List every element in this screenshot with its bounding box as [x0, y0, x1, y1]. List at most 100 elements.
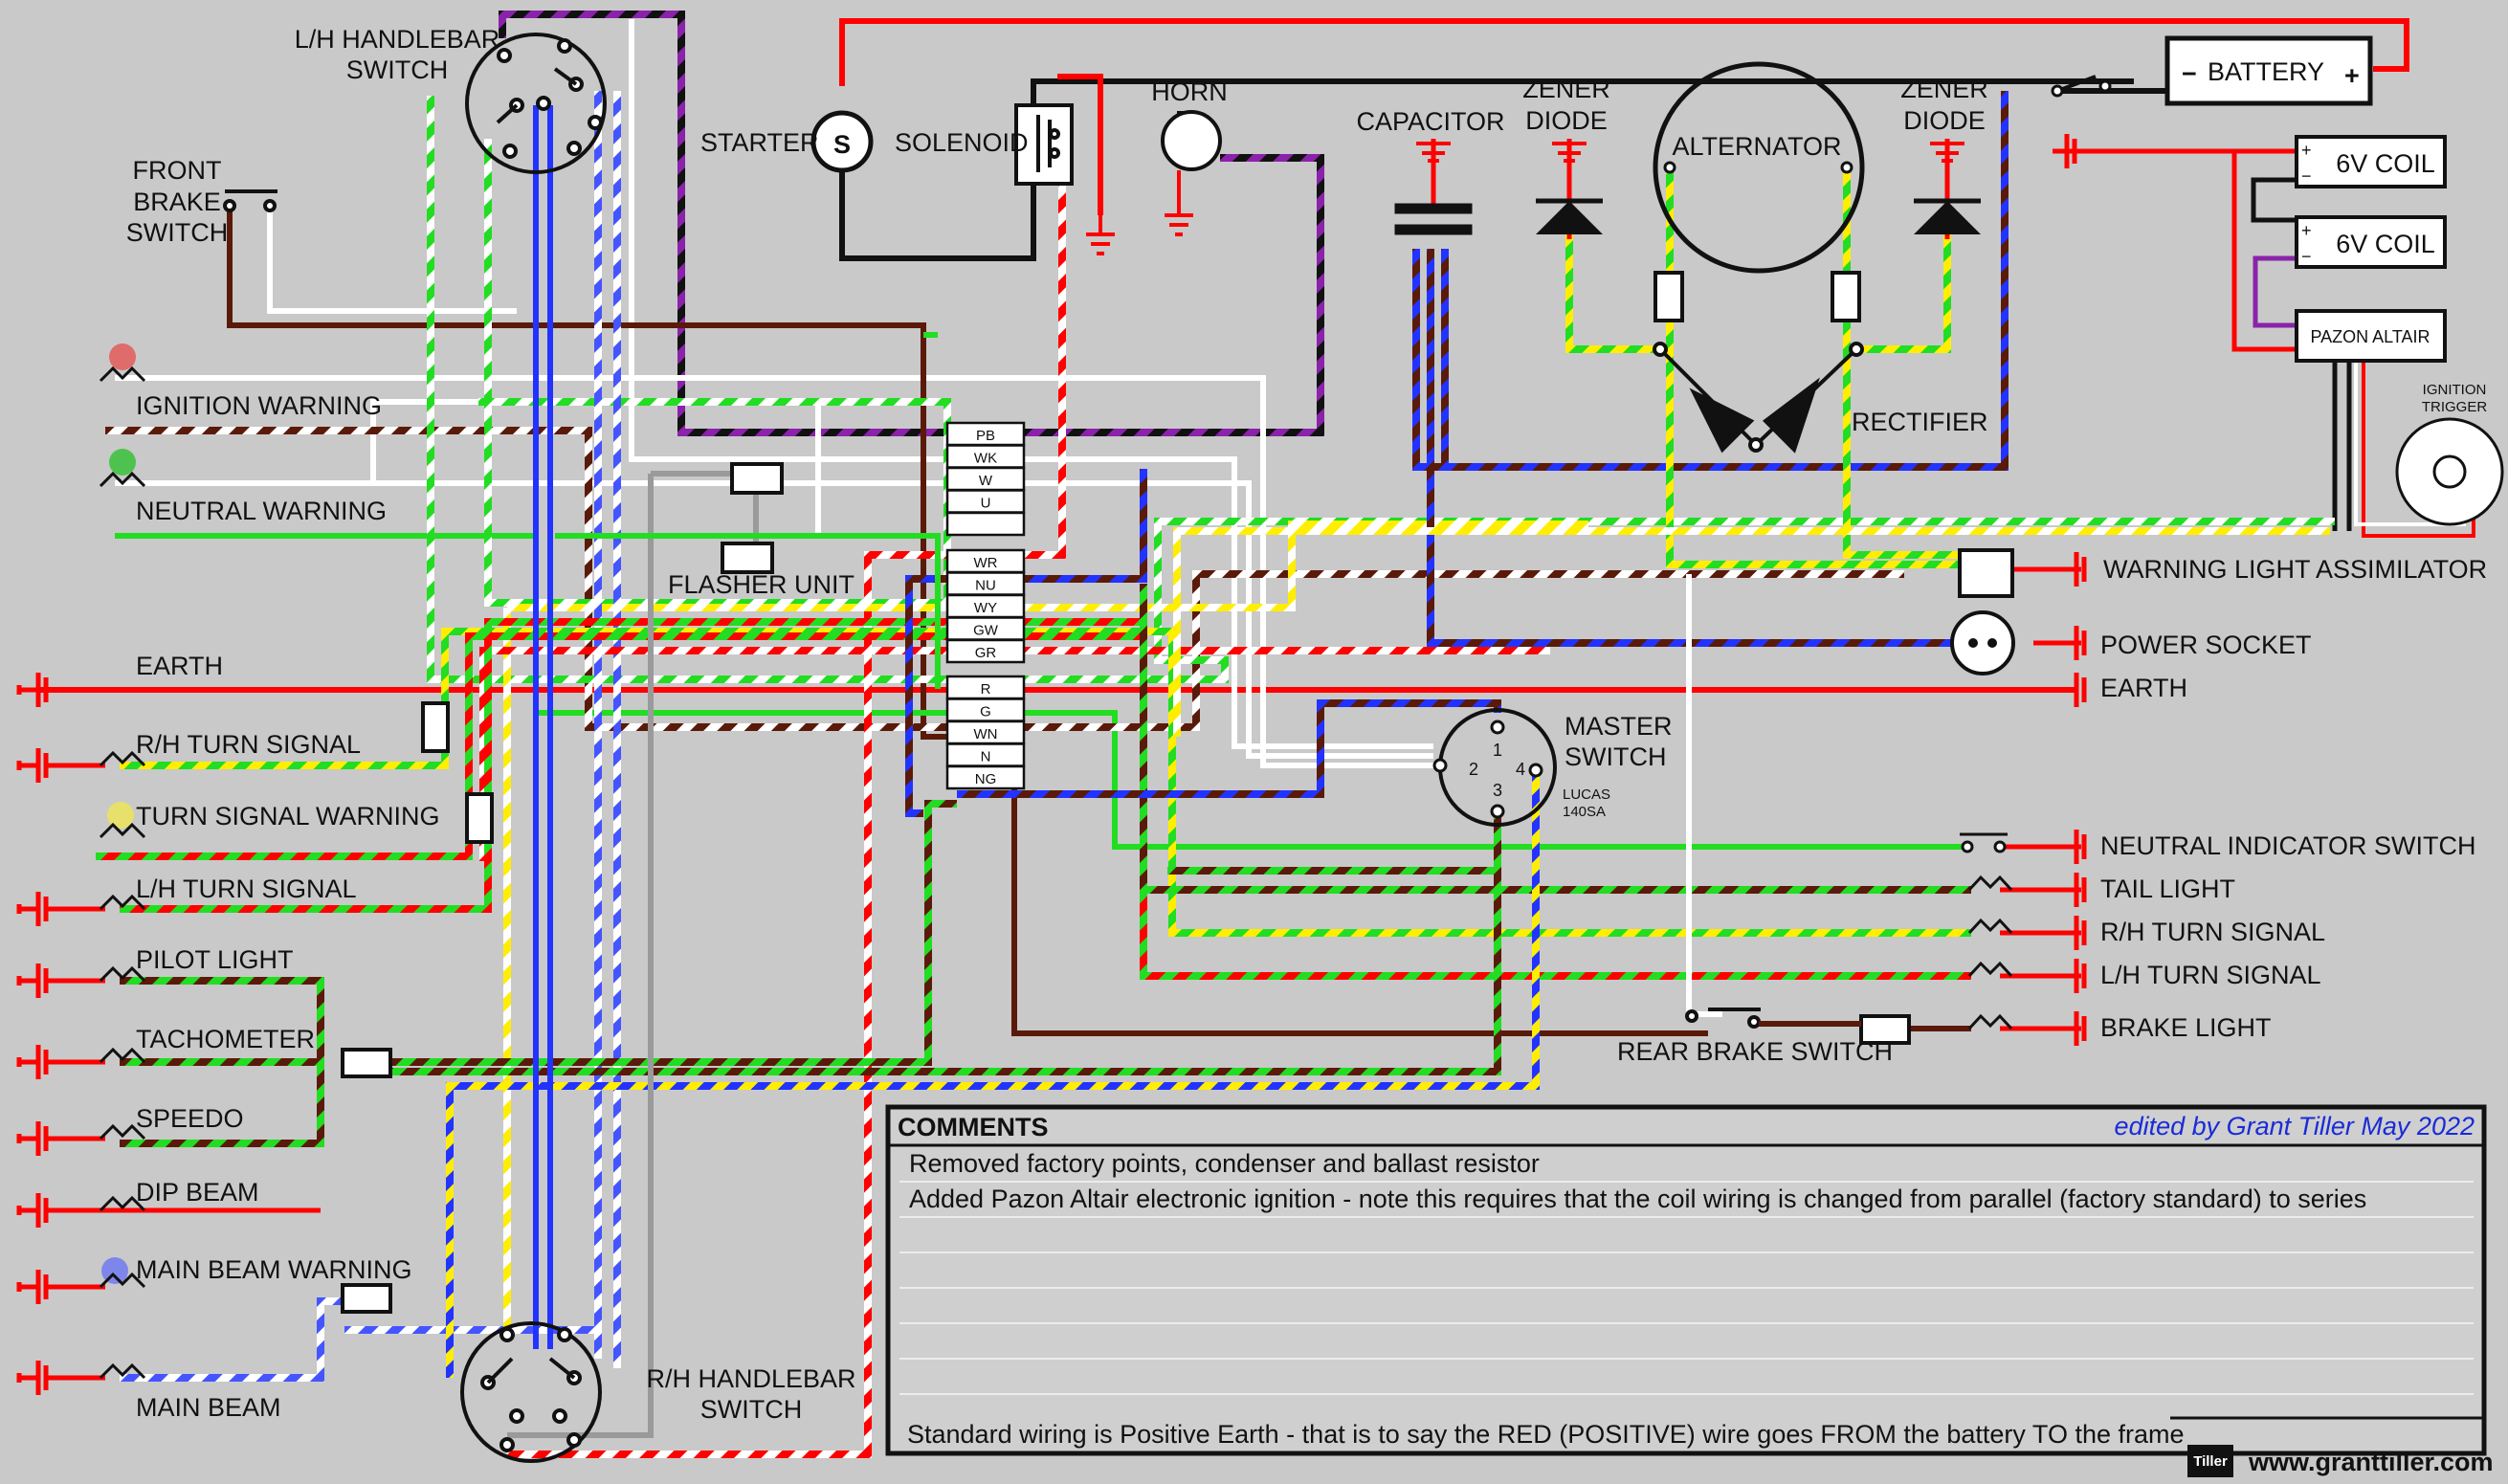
coil-2-label: 6V COIL: [2336, 230, 2435, 258]
left-rh-turn: R/H TURN SIGNAL: [136, 730, 361, 759]
front-brake-label-2: BRAKE: [133, 188, 221, 216]
bulb-icon: [1967, 918, 2013, 935]
ignition-trigger-label-1: IGNITION: [2423, 382, 2487, 398]
comments-footer: Standard wiring is Positive Earth - that…: [907, 1420, 2185, 1449]
wire-white-2: [373, 480, 1433, 759]
wire-uy-master: [446, 770, 1540, 1378]
earth-symbol: [2000, 873, 2087, 907]
bulb-icon: [99, 965, 146, 983]
wire-wn-ign: [105, 427, 1904, 731]
right-rh-turn: R/H TURN SIGNAL: [2100, 918, 2325, 946]
turn-warning-bullet: [465, 792, 494, 844]
bulb-icon: [1967, 875, 2013, 892]
left-ignition-warning: IGNITION WARNING: [136, 391, 382, 420]
rh-turn-bullet: [421, 701, 450, 753]
rear-brake-switch: [1685, 1008, 1861, 1029]
wire-gn-inst-2: [344, 813, 1501, 1075]
right-warning-assim: WARNING LIGHT ASSIMILATOR: [2103, 555, 2487, 584]
horn-label: HORN: [1151, 78, 1228, 106]
bulb-icon: [99, 1195, 146, 1212]
left-main-beam: MAIN BEAM: [136, 1393, 281, 1422]
right-power-socket: POWER SOCKET: [2100, 631, 2312, 659]
wire-front-brake-white: [267, 210, 517, 314]
labels: L/H HANDLEBAR SWITCH FRONT BRAKE SWITCH …: [126, 25, 2487, 1424]
connector-label: G: [980, 704, 991, 720]
comments-title: COMMENTS: [898, 1113, 1049, 1141]
capacitor-label: CAPACITOR: [1356, 107, 1504, 136]
bulb-icon: [99, 1047, 146, 1064]
master-switch: 1 2 3 4: [1432, 708, 1557, 827]
main-warning-bullet: [341, 1283, 392, 1314]
connector-label: PB: [976, 428, 995, 444]
wire-nu-cap: [1412, 91, 2009, 647]
master-model-label-2: 140SA: [1563, 804, 1606, 820]
rectifier: [1653, 342, 1864, 454]
earth-symbol: [2005, 552, 2087, 587]
connector-label: W: [979, 473, 993, 489]
connector-label: N: [981, 749, 991, 765]
wire-wr-pilot: [479, 647, 1550, 861]
comments-line-1: Removed factory points, condenser and ba…: [909, 1149, 1540, 1178]
left-earth: EARTH: [136, 652, 223, 680]
connector-cell: [945, 511, 1026, 537]
connector-label: R: [981, 681, 991, 698]
rear-brake-label: REAR BRAKE SWITCH: [1617, 1037, 1893, 1066]
front-brake-switch: [223, 189, 277, 212]
rh-handlebar-switch: [460, 1321, 602, 1463]
battery-plus: +: [2344, 61, 2360, 90]
horn: [1161, 110, 1222, 236]
zener-diode-right: [1914, 139, 1981, 239]
lh-handlebar-label: L/H HANDLEBAR: [295, 25, 500, 54]
comments-panel: COMMENTS edited by Grant Tiller May 2022…: [885, 1104, 2487, 1456]
front-brake-label: FRONT: [133, 156, 222, 185]
wire-neutral-warning-green: [115, 533, 1971, 850]
turn-warning-lamp: [107, 802, 134, 829]
connector-label: WY: [974, 600, 997, 616]
zener-right-label-2: DIODE: [1903, 106, 1986, 135]
battery: − BATTERY +: [2051, 35, 2373, 106]
right-lamps: [1960, 832, 2013, 1030]
coil-1-minus: −: [2301, 166, 2312, 186]
bulb-icon: [99, 471, 146, 488]
right-lh-turn: L/H TURN SIGNAL: [2100, 961, 2321, 989]
site-url[interactable]: www.granttiller.com: [2248, 1448, 2494, 1476]
right-earth: EARTH: [2100, 674, 2187, 702]
tiller-logo-text: Tiller: [2193, 1453, 2228, 1470]
wire-neutral-warning-white: [115, 399, 821, 536]
alternator-label: ALTERNATOR: [1672, 132, 1841, 161]
bulb-icon: [99, 1272, 146, 1289]
earth-symbol: [16, 963, 49, 998]
pazon-label: PAZON ALTAIR: [2310, 327, 2430, 346]
wire-coil-series: [2251, 177, 2297, 223]
connector-cell: [945, 638, 1026, 664]
master-switch-label-2: SWITCH: [1565, 742, 1666, 771]
wire-wy-1: [507, 521, 1588, 611]
earth-symbol: [16, 1270, 49, 1304]
rh-handlebar-label-2: SWITCH: [700, 1395, 802, 1424]
comments-edited-by: edited by Grant Tiller May 2022: [2115, 1112, 2475, 1141]
wire-front-brake-brown: [227, 210, 1708, 1036]
alternator: [1653, 61, 1865, 322]
left-pilot: PILOT LIGHT: [136, 945, 294, 974]
left-dip: DIP BEAM: [136, 1178, 259, 1207]
connector-label: WR: [974, 555, 998, 571]
earth-symbol: [2074, 673, 2087, 707]
bulb-icon: [99, 894, 146, 911]
left-main-warning: MAIN BEAM WARNING: [136, 1255, 412, 1284]
coil-1-label: 6V COIL: [2336, 149, 2435, 178]
wire-gr-lh: [120, 618, 1971, 980]
connector-label: NG: [975, 771, 997, 787]
left-lamps: [99, 343, 146, 1380]
ms-pin-3: 3: [1493, 781, 1502, 800]
coil-1-plus: +: [2301, 141, 2312, 160]
earth-symbol: [2053, 134, 2077, 168]
connector-label: WN: [974, 726, 998, 742]
earth-symbol: [16, 1193, 49, 1228]
warning-assimilator-box: [1958, 548, 2014, 598]
lh-handlebar-switch: [465, 33, 607, 174]
bulb-icon: [99, 365, 146, 383]
left-tacho: TACHOMETER: [136, 1025, 315, 1053]
left-feed-wires: [46, 763, 321, 1381]
